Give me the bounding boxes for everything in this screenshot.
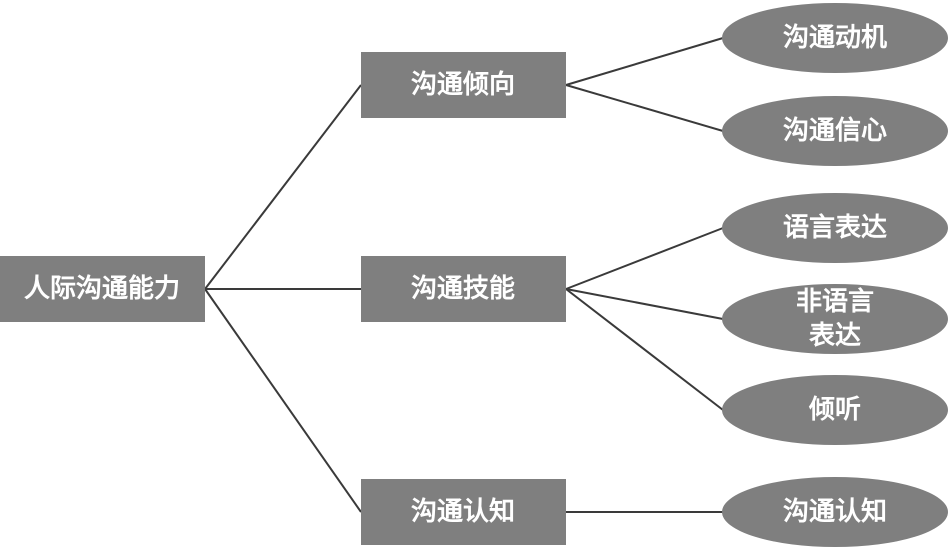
- leaf-ellipse-0-1: [722, 96, 948, 166]
- leaf-ellipse-2-0: [722, 477, 948, 547]
- leaf-node-listening: 倾听: [722, 375, 948, 445]
- leaf-label-1-2: 倾听: [808, 395, 861, 425]
- leaf-ellipse-1-1: [722, 284, 948, 354]
- connector-root-to-branch-2: [204, 288, 362, 513]
- branch-node-communication-tendency: 沟通倾向: [361, 52, 566, 118]
- connector-branch-0-to-leaf-0: [565, 37, 724, 86]
- leaf-node-cognition: 沟通认知: [722, 477, 948, 547]
- root-node: 人际沟通能力: [0, 256, 205, 322]
- leaf-label-0-0: 沟通动机: [783, 23, 887, 53]
- leaf-node-confidence: 沟通信心: [722, 96, 948, 166]
- leaf-label-1-1-line-1: 非语言: [796, 287, 874, 317]
- branch-label-1: 沟通技能: [411, 273, 515, 304]
- leaf-ellipse-1-2: [722, 375, 948, 445]
- root-node-label: 人际沟通能力: [24, 273, 180, 304]
- leaf-label-0-1: 沟通信心: [783, 116, 887, 146]
- leaf-label-1-0: 语言表达: [783, 213, 887, 243]
- leaf-label-1-1-line-2: 表达: [809, 321, 861, 351]
- leaf-label-2-0: 沟通认知: [783, 497, 887, 527]
- branch-node-communication-cognition: 沟通认知: [361, 479, 566, 545]
- branch-box-2: [361, 479, 566, 545]
- branch-box-0: [361, 52, 566, 118]
- leaf-node-motivation: 沟通动机: [722, 3, 948, 73]
- connector-branch-1-to-leaf-2: [565, 288, 724, 411]
- connector-branch-1-to-leaf-1: [565, 288, 724, 320]
- leaf-node-verbal-expression: 语言表达: [722, 193, 948, 263]
- root-node-box: [0, 256, 205, 322]
- connector-branch-1-to-leaf-0: [565, 227, 724, 290]
- branch-node-communication-skills: 沟通技能: [361, 256, 566, 322]
- branch-box-1: [361, 256, 566, 322]
- connector-lines: [204, 37, 724, 513]
- leaf-ellipse-1-0: [722, 193, 948, 263]
- leaf-ellipse-0-0: [722, 3, 948, 73]
- connector-root-to-branch-0: [204, 84, 362, 290]
- connector-branch-0-to-leaf-1: [565, 84, 724, 132]
- branch-label-0: 沟通倾向: [411, 69, 515, 100]
- branch-label-2: 沟通认知: [411, 497, 515, 527]
- leaf-node-nonverbal-expression: 非语言 表达: [722, 284, 948, 354]
